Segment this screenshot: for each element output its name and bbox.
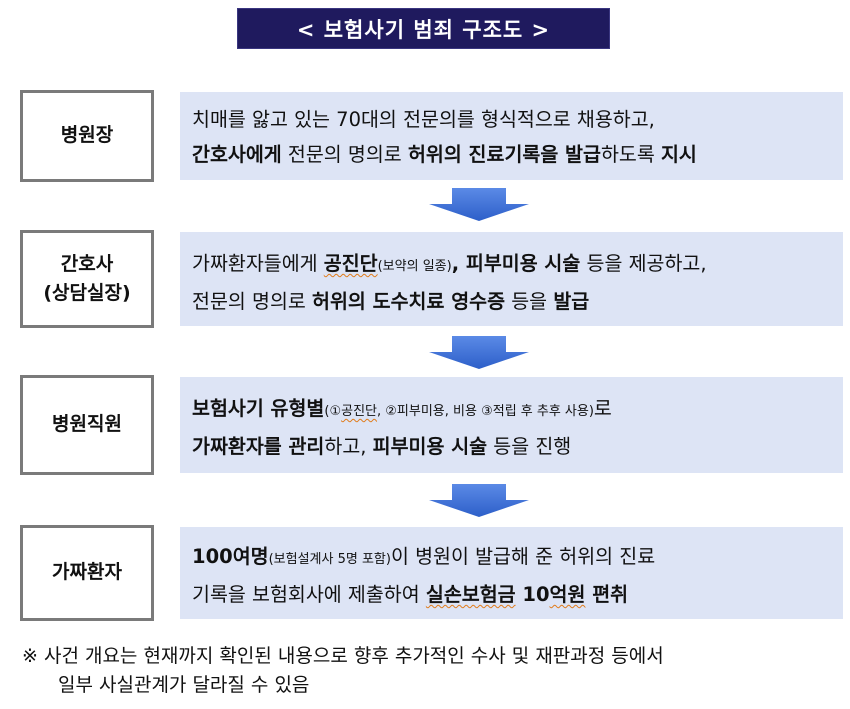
desc-line-2: 전문의 명의로 허위의 도수치료 영수증 등을 발급 — [192, 290, 590, 313]
footnote-line-1: ※ 사건 개요는 현재까지 확인된 내용으로 향후 추가적인 수사 및 재판과정… — [22, 645, 664, 667]
down-arrow-icon — [429, 336, 529, 369]
desc-line-2: 가짜환자를 관리하고, 피부미용 시술 등을 진행 — [192, 435, 572, 458]
role-label: 간호사 — [60, 252, 114, 275]
role-label: 병원장 — [60, 124, 114, 147]
role-label: 병원직원 — [52, 413, 122, 436]
footnote: ※ 사건 개요는 현재까지 확인된 내용으로 향후 추가적인 수사 및 재판과정… — [22, 642, 664, 700]
desc-box-nurse: 가짜환자들에게 공진단(보약의 일종), 피부미용 시술 등을 제공하고, 전문… — [180, 232, 843, 326]
desc-box-hospital-staff: 보험사기 유형별(①공진단, ②피부미용, 비용 ③적립 후 추후 사용)로 가… — [180, 377, 843, 473]
desc-box-hospital-director: 치매를 앓고 있는 70대의 전문의를 형식적으로 채용하고, 간호사에게 전문… — [180, 92, 843, 180]
role-box-fake-patients: 가짜환자 — [20, 525, 154, 621]
role-box-nurse: 간호사 (상담실장) — [20, 230, 154, 328]
down-arrow-icon — [429, 188, 529, 221]
desc-line-2: 기록을 보험회사에 제출하여 실손보험금 10억원 편취 — [192, 583, 629, 606]
role-box-hospital-staff: 병원직원 — [20, 375, 154, 475]
role-box-hospital-director: 병원장 — [20, 90, 154, 182]
footnote-line-2: 일부 사실관계가 달라질 수 있음 — [58, 674, 310, 696]
diagram-title: < 보험사기 범죄 구조도 > — [237, 8, 610, 49]
down-arrow-icon — [429, 484, 529, 517]
desc-line-1: 100여명(보험설계사 5명 포함)이 병원이 발급해 준 허위의 진료 — [192, 545, 656, 568]
desc-box-fake-patients: 100여명(보험설계사 5명 포함)이 병원이 발급해 준 허위의 진료 기록을… — [180, 527, 843, 619]
desc-line-1: 치매를 앓고 있는 70대의 전문의를 형식적으로 채용하고, — [192, 108, 655, 131]
role-label: 가짜환자 — [52, 561, 122, 584]
role-sublabel: (상담실장) — [43, 282, 131, 304]
desc-line-2: 간호사에게 전문의 명의로 허위의 진료기록을 발급하도록 지시 — [192, 143, 697, 166]
desc-line-1: 가짜환자들에게 공진단(보약의 일종), 피부미용 시술 등을 제공하고, — [192, 252, 707, 275]
desc-line-1: 보험사기 유형별(①공진단, ②피부미용, 비용 ③적립 후 추후 사용)로 — [192, 397, 612, 420]
